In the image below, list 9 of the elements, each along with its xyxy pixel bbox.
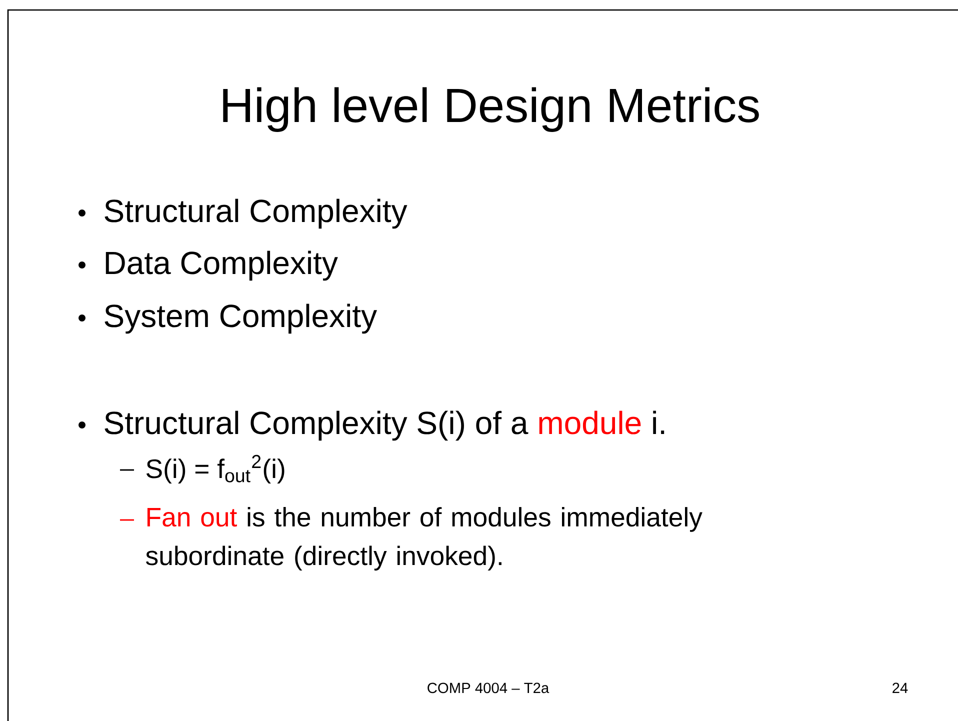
bullet-text: S(i) = f$_{out}$$^{2}$(i) — [146, 454, 284, 484]
slide-title: High level Design Metrics — [223, 87, 759, 132]
bullet-text: Fan out is the number of modules immediately subordinate (directly invoked). — [146, 507, 702, 571]
bullet-text: System Complexity — [104, 304, 377, 334]
bullet-text: Data Complexity — [106, 250, 338, 281]
bullet-text: Structural Complexity — [104, 198, 408, 229]
page-number: 24 — [892, 682, 908, 693]
bullet-text: Structural Complexity S(i) of a module i. — [104, 410, 664, 441]
footer-text: COMP 4004 – T2a — [428, 682, 550, 694]
